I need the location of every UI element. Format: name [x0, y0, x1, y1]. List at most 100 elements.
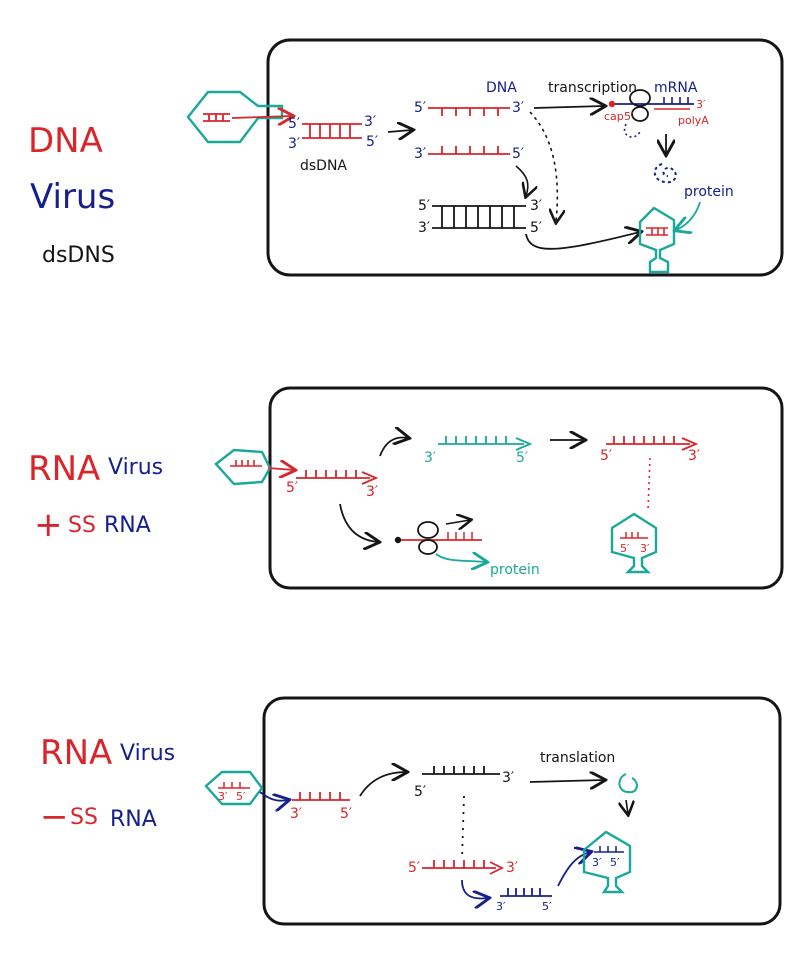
- label-mrna: mRNA: [654, 80, 698, 96]
- end-label: 5′: [624, 110, 634, 123]
- step-arrow: [387, 130, 412, 132]
- label-dna: DNA: [486, 80, 517, 96]
- ribosome-icon: [629, 89, 651, 122]
- end-label: 3′: [288, 136, 300, 152]
- inject-arrow: [259, 791, 288, 801]
- dsdna-strand: [302, 123, 362, 139]
- positive-rna-strand: [296, 470, 370, 479]
- folded-protein-icon: [653, 163, 677, 184]
- step-arrow: [515, 165, 528, 196]
- assembly-arrow: [525, 232, 640, 250]
- title-rna-type: RNA: [104, 513, 151, 538]
- peptide-chain: [623, 123, 641, 138]
- phage-dna-icon: [203, 113, 230, 122]
- mrna-strand: [608, 97, 694, 110]
- strand-arrowhead: [361, 471, 379, 485]
- end-label: 5′: [414, 100, 426, 116]
- title-virus: Virus: [30, 177, 115, 217]
- dna-top-strand: [428, 107, 510, 116]
- end-label: 3′: [506, 860, 518, 876]
- title-virus: Virus: [108, 455, 163, 480]
- end-label: 3′: [366, 484, 378, 500]
- virus-rna-icon: [230, 460, 262, 467]
- end-label: 5′: [366, 134, 378, 150]
- assembly-arrow: [676, 201, 701, 230]
- translation-arrow: [529, 780, 604, 782]
- rna-virus-icon: [214, 448, 272, 486]
- label-cap: cap: [604, 110, 624, 123]
- end-label: 3′: [218, 790, 228, 803]
- dotted-link: [461, 795, 465, 861]
- positive-template-strand: [422, 766, 500, 775]
- end-label: 5′: [542, 900, 552, 913]
- end-label: 5′: [286, 480, 298, 496]
- title-rna: RNA: [28, 449, 100, 489]
- folded-protein-icon: [618, 773, 638, 794]
- end-label: 3′: [592, 856, 602, 869]
- direction-arrow: [445, 520, 470, 524]
- negative-rna-strand: [292, 792, 350, 801]
- new-virion-icon: [582, 830, 632, 894]
- peptide-chain: [435, 554, 486, 562]
- title-minus-sign: −: [40, 797, 69, 837]
- new-negative-rna-strand: [422, 860, 496, 869]
- rna-neg-panel-frame: [262, 696, 782, 926]
- rna-pos-panel-frame: [268, 386, 784, 590]
- inject-arrow: [231, 116, 292, 118]
- transcription-arrow: [533, 106, 604, 108]
- end-label: 3′: [696, 98, 706, 111]
- title-rna: RNA: [40, 733, 112, 773]
- end-label: 3′: [512, 100, 524, 116]
- end-label: 5′: [610, 856, 620, 869]
- section-negative-ssrna-virus: RNA Virus − SS RNA 3′ 5′ 3′ 5′: [40, 696, 782, 926]
- title-dsdns: dsDNS: [42, 243, 115, 268]
- title-plus-sign: +: [34, 505, 63, 545]
- title-dna: DNA: [28, 121, 103, 161]
- virus-rna-icon: [218, 782, 250, 789]
- label-protein: protein: [684, 184, 734, 200]
- title-virus: Virus: [120, 741, 175, 766]
- virion-rna-icon: [594, 846, 624, 853]
- replication-arrow: [461, 879, 488, 898]
- dotted-link: [647, 457, 651, 511]
- title-rna-type: RNA: [110, 807, 157, 832]
- transcription-arrow: [359, 772, 406, 797]
- ribosome-icon: [417, 521, 439, 555]
- end-label: 3′: [290, 806, 302, 822]
- new-positive-rna-strand: [606, 436, 690, 445]
- title-ss: SS: [70, 805, 98, 830]
- strand-arrowhead: [515, 437, 533, 451]
- end-label: 5′: [408, 860, 420, 876]
- end-label: 5′: [516, 450, 528, 466]
- inject-arrow: [267, 468, 294, 470]
- genome-rna-strand: [500, 888, 552, 897]
- label-protein: protein: [490, 562, 540, 578]
- end-label: 5′: [288, 116, 300, 132]
- negative-rna-strand: [438, 436, 524, 445]
- section-positive-ssrna-virus: RNA Virus + SS RNA 5′ 3′: [28, 386, 784, 590]
- end-label: 5′: [418, 198, 430, 214]
- end-label: 5′: [620, 542, 630, 555]
- end-label: 3′: [530, 198, 542, 214]
- end-label: 3′: [414, 146, 426, 162]
- new-virion-icon: [610, 512, 658, 574]
- virion-rna-icon: [620, 532, 648, 539]
- strand-arrowhead: [489, 861, 505, 875]
- assembly-arrow: [557, 852, 590, 887]
- assembled-virus-icon: [638, 206, 676, 274]
- end-label: 3′: [496, 900, 506, 913]
- rna-virus-icon: [204, 770, 264, 806]
- end-label: 3′: [640, 542, 650, 555]
- assembly-arrow: [626, 799, 628, 814]
- dna-bottom-strand: [428, 146, 510, 155]
- label-dsdna: dsDNA: [300, 158, 347, 174]
- section-dna-virus: DNA Virus dsDNS 5′ 3′ 3′ 5′: [28, 38, 784, 277]
- label-transcription: transcription: [548, 80, 637, 96]
- end-label: 3′: [424, 450, 436, 466]
- virus-dna-icon: [646, 227, 668, 236]
- replicated-dsdna: [432, 205, 526, 229]
- end-label: 3′: [364, 114, 376, 130]
- title-ss: SS: [68, 513, 96, 538]
- end-label: 3′: [688, 448, 700, 464]
